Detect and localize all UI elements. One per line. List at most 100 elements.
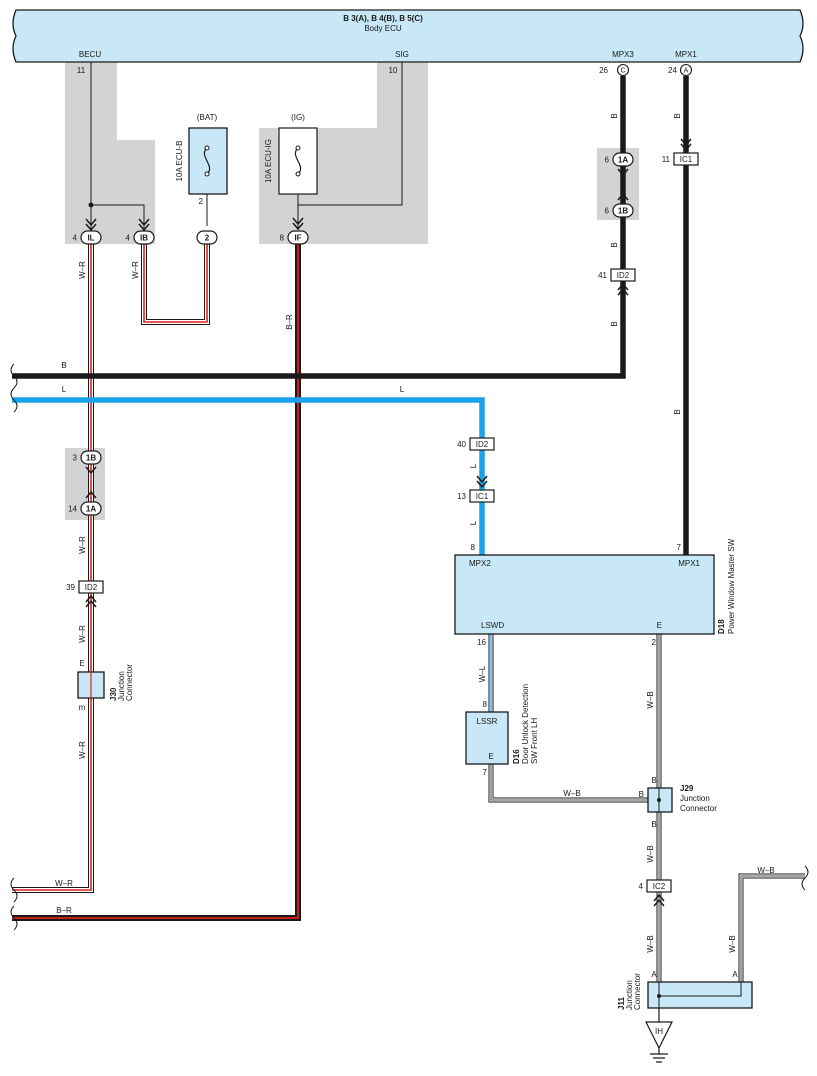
wire-label-wr: W–R	[131, 261, 140, 279]
j29-pin-top: B	[651, 776, 656, 785]
fuse-ig-source: (IG)	[291, 113, 305, 122]
connector-ib-label: IB	[140, 234, 148, 243]
connector-mpx3-id2-pin: 41	[598, 271, 607, 280]
d18-name: Power Window Master SW	[727, 538, 736, 634]
connector-l-id2-pin: 40	[457, 440, 466, 449]
conn-marker-c-label: C	[620, 68, 625, 75]
chevron-up-icon	[617, 282, 629, 296]
fuse-bat-pin: 2	[199, 197, 204, 206]
d18-pin-mpx1-no: 7	[677, 543, 682, 552]
connector-if-pin: 8	[280, 234, 285, 243]
wire-break-marks	[10, 363, 809, 931]
connector-il-label: IL	[87, 234, 94, 243]
wire-label-wr: W–R	[78, 625, 87, 643]
j29-name-2: Connector	[680, 804, 717, 813]
pin-no-mpx3: 26	[599, 66, 608, 75]
fuse-ig-name: 10A ECU-IG	[264, 139, 273, 183]
wire-label-l: L	[469, 463, 478, 468]
d18-id: D18	[717, 619, 726, 634]
wire-w-r	[12, 244, 210, 893]
body-ecu: B 3(A), B 4(B), B 5(C) Body ECU BECU SIG…	[12, 9, 804, 77]
fuse-bat-name: 10A ECU-B	[175, 141, 184, 182]
j30-pin-bottom: m	[79, 703, 86, 712]
pin-no-becu: 11	[77, 66, 86, 75]
connector-ib-pin: 4	[126, 234, 131, 243]
d16-pin-lssr: LSSR	[477, 717, 498, 726]
chevron-up-icon	[85, 594, 97, 608]
j29-pin-left: B	[639, 790, 644, 799]
pin-label-mpx1: MPX1	[675, 50, 697, 59]
wire-label-l: L	[469, 520, 478, 525]
fuse-ig-terminal	[295, 171, 301, 177]
chevron-down-icon	[617, 168, 629, 177]
d18-pin-mpx2-no: 8	[471, 543, 476, 552]
connector-wr-1a-pin: 14	[68, 505, 77, 514]
door-unlock-detection-sw: LSSR E 8 7 D16 Door Unlock Detection SW …	[465, 684, 539, 777]
pin-label-mpx3: MPX3	[612, 50, 634, 59]
connector-wr-id2-pin: 39	[66, 583, 75, 592]
connector-2-label: 2	[205, 234, 210, 243]
wire-label-wb: W–B	[563, 789, 580, 798]
connector-mpx1-ic1-pin: 11	[662, 155, 671, 164]
j29-splice	[657, 798, 661, 802]
connector-mpx3-id2-label: ID2	[617, 271, 630, 280]
ground-code: IH	[655, 1027, 663, 1036]
connector-l-ic1	[469, 489, 495, 503]
body-ecu-title: B 3(A), B 4(B), B 5(C)	[343, 14, 423, 23]
becu-shade	[65, 62, 155, 244]
j30-name-2: Connector	[125, 664, 134, 701]
chevron-down-icon	[85, 218, 97, 232]
box-connectors: ID2 41 IC1 11 ID2 40 IC1 13 ID2 39 IC2 4	[66, 152, 699, 893]
d18-pin-mpx2: MPX2	[469, 559, 491, 568]
j29-junction-connector: B B B J29 Junction Connector	[639, 776, 718, 829]
fuse-bat-source: (BAT)	[197, 113, 218, 122]
chevron-down-icon	[476, 475, 488, 489]
pin-no-sig: 10	[389, 66, 398, 75]
j30-id: J30	[109, 687, 118, 701]
connector-il-pin: 4	[73, 234, 78, 243]
chevron-markers	[85, 138, 692, 907]
pin-no-mpx1: 24	[668, 66, 677, 75]
fuse-bat-terminal	[204, 145, 210, 151]
wire-label-b: B	[610, 113, 619, 118]
wire-label-wr: W–R	[78, 741, 87, 759]
wire-label-b: B	[673, 409, 682, 414]
j11-splice	[657, 994, 661, 998]
j11-name-1: Junction	[625, 980, 634, 1010]
j11-junction-connector: A A J11 Junction Connector	[617, 970, 753, 1010]
body-ecu-box	[12, 9, 804, 63]
wire-b-r	[12, 244, 301, 921]
j30-junction-connector: E m J30 Junction Connector	[77, 659, 134, 712]
connector-l-id2	[469, 437, 495, 451]
fuse-bat-icon	[203, 147, 211, 175]
j30-pin-top: E	[79, 659, 84, 668]
d18-pin-e-no: 2	[652, 638, 657, 647]
ground-triangle	[645, 1021, 673, 1050]
connector-mpx3-1b-label: 1B	[618, 207, 628, 216]
connector-2	[196, 230, 218, 245]
wire-label-b: B	[61, 361, 66, 370]
wire-label-wb: W–B	[757, 866, 774, 875]
fuse-bat-terminal	[204, 171, 210, 177]
conn-marker-a	[679, 63, 693, 77]
body-ecu-name: Body ECU	[364, 24, 402, 33]
d16-name-2: SW Front LH	[530, 718, 539, 764]
j29-id: J29	[680, 784, 694, 793]
conn-marker-c	[616, 63, 630, 77]
becu-splice	[88, 202, 94, 208]
fuse-bat-box	[188, 127, 228, 195]
connector-wr-1b	[80, 450, 102, 465]
wire-l	[12, 397, 485, 555]
becu-branch-wire	[91, 204, 145, 232]
connector-if-label: IF	[294, 234, 301, 243]
d16-pin-lssr-no: 8	[483, 700, 488, 709]
d18-pin-lswd-no: 16	[477, 638, 486, 647]
connector-wr-1a-label: 1A	[86, 505, 96, 514]
wire-label-b: B	[610, 321, 619, 326]
connector-l-ic1-label: IC1	[476, 492, 489, 501]
wire-label-b: B	[610, 242, 619, 247]
fuse-ig-terminal	[295, 145, 301, 151]
d18-box	[454, 554, 715, 635]
connector-mpx1-ic1	[673, 152, 699, 166]
connector-wr-id2-label: ID2	[85, 583, 98, 592]
